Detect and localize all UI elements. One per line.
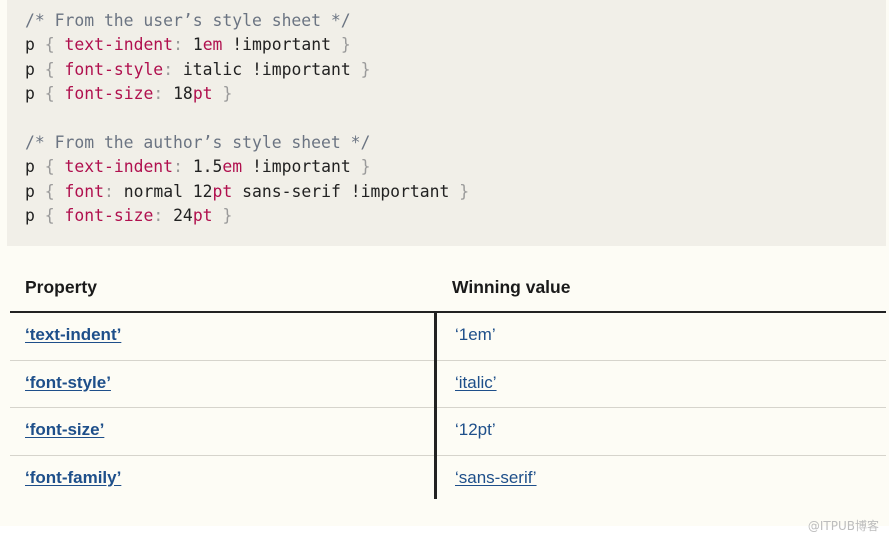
table-row: ‘font-size’ ‘12pt’ [10, 408, 886, 456]
code-line-author-3: p { font-size: 24pt } [25, 206, 233, 226]
value-link-sans-serif[interactable]: ‘sans-serif’ [455, 467, 537, 487]
property-link-font-size[interactable]: ‘font-size’ [25, 420, 105, 439]
header-property: Property [25, 277, 97, 297]
code-line-user-1: p { text-indent: 1em !important } [25, 35, 351, 55]
property-link-text-indent[interactable]: ‘text-indent’ [25, 325, 122, 344]
column-divider [434, 313, 437, 499]
code-block: /* From the user’s style sheet */ p { tex… [7, 0, 886, 246]
code-comment-user: /* From the user’s style sheet */ [25, 11, 351, 30]
watermark: @ITPUB博客 [807, 519, 879, 533]
table-row: ‘font-family’ ‘sans-serif’ [10, 456, 886, 503]
code-line-author-1: p { text-indent: 1.5em !important } [25, 157, 371, 177]
value-text: ‘1em’ [455, 325, 496, 344]
header-winning-value: Winning value [452, 277, 571, 297]
table-row: ‘font-style’ ‘italic’ [10, 361, 886, 408]
table-row: ‘text-indent’ ‘1em’ [10, 313, 886, 361]
code-comment-author: /* From the author’s style sheet */ [25, 132, 371, 152]
code-line-author-2: p { font: normal 12pt sans-serif !import… [25, 181, 470, 201]
table-header: Property Winning value [10, 266, 886, 313]
cascade-table: Property Winning value ‘text-indent’ ‘1e… [10, 266, 886, 502]
code-blank-line [25, 107, 886, 131]
value-text: ‘12pt’ [455, 420, 496, 439]
property-link-font-family[interactable]: ‘font-family’ [25, 467, 122, 487]
code-line-user-3: p { font-size: 18pt } [25, 84, 233, 104]
property-link-font-style[interactable]: ‘font-style’ [25, 372, 111, 392]
value-link-italic[interactable]: ‘italic’ [455, 372, 497, 392]
code-line-user-2: p { font-style: italic !important } [25, 59, 371, 79]
